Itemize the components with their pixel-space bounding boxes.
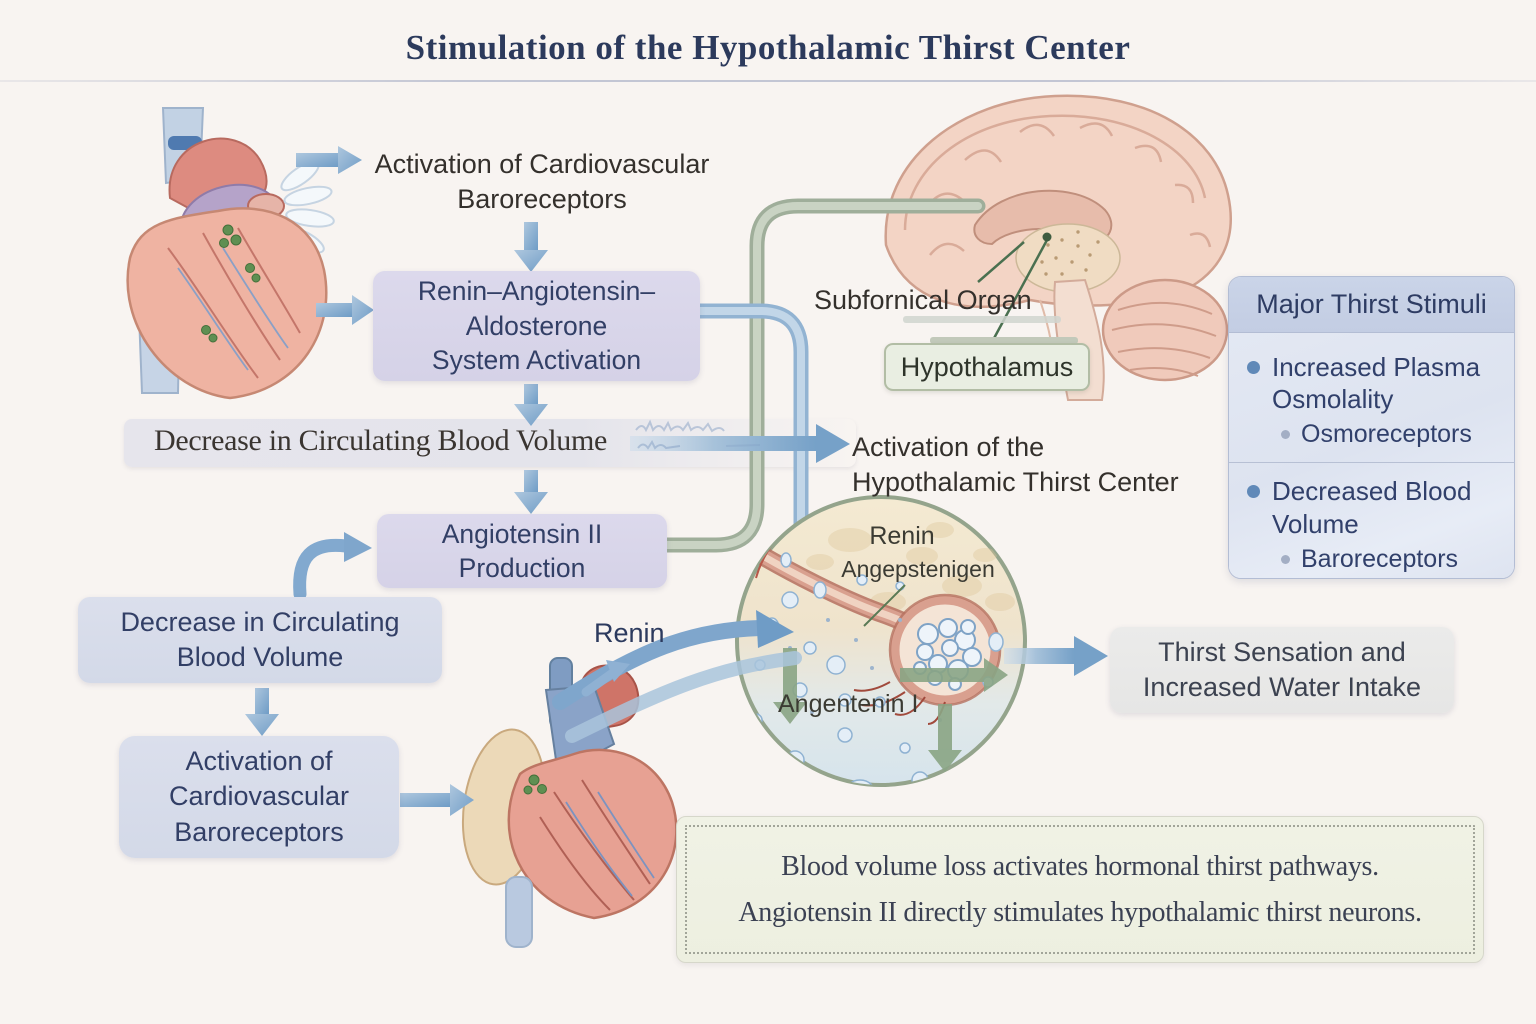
microview-angiotensinogen-label: Angepstenigen xyxy=(841,556,995,582)
kidney-microview-circle xyxy=(735,495,1027,787)
box-line: Activation of xyxy=(185,746,333,777)
stimuli-sub-item: Osmoreceptors xyxy=(1229,415,1514,450)
box-line: Renin–Angiotensin– xyxy=(417,276,656,307)
box-line: System Activation xyxy=(431,345,642,376)
box-line: Production xyxy=(458,553,586,583)
box-line: Angiotensin II xyxy=(441,518,603,549)
renin-label: Renin xyxy=(594,618,665,648)
microview-angiotensin-i-label: Angentenin I xyxy=(778,690,919,718)
microview-renin-label: Renin xyxy=(869,522,935,550)
box-line: Decrease in Circulating xyxy=(120,606,400,637)
cv-baroreceptors-box: Activation of Cardiovascular Barorecepto… xyxy=(119,736,399,858)
stimuli-item: Decreased Blood Volume xyxy=(1229,471,1514,539)
angiotensin-hook-arrow xyxy=(293,532,372,601)
raas-to-thirstcenter-pipe xyxy=(690,303,809,568)
box-line: Increased Water Intake xyxy=(1142,672,1422,702)
decrease-blood-volume-strip: Decrease in Circulating Blood Volume xyxy=(154,424,607,457)
box-line: Baroreceptors xyxy=(174,816,344,847)
faint-handwriting-scribble xyxy=(635,419,761,450)
flow-arrows xyxy=(245,146,548,816)
stimuli-item-label: Increased Plasma Osmolality xyxy=(1272,352,1481,415)
label-line: Baroreceptors xyxy=(457,184,627,215)
note-line: Angiotensin II directly stimulates hypot… xyxy=(738,896,1422,928)
label-line: Activation of Cardiovascular xyxy=(374,149,710,179)
cv-baroreceptors-top-label: Activation of Cardiovascular Barorecepto… xyxy=(357,147,727,217)
heart-illustration-bottom xyxy=(461,657,678,948)
angiotensin-to-brain-pipe xyxy=(656,198,986,553)
box-line: Blood Volume xyxy=(176,642,344,672)
box-line: Cardiovascular xyxy=(168,781,350,812)
stimuli-sub-item: Baroreceptors xyxy=(1229,540,1514,575)
renin-transport-arrows xyxy=(552,610,802,743)
stimuli-sub-label: Osmoreceptors xyxy=(1301,420,1472,449)
angiotensin-production-box: Angiotensin II Production xyxy=(377,514,667,588)
raas-activation-box: Renin–Angiotensin– Aldosterone System Ac… xyxy=(373,271,700,381)
label-leader-lines xyxy=(863,239,1049,627)
sub-bullet-icon xyxy=(1281,554,1290,564)
hypothalamus-dot xyxy=(1042,232,1052,242)
process-arrow-icons xyxy=(773,648,1008,772)
stimuli-item: Increased Plasma Osmolality xyxy=(1229,347,1514,415)
hypothalamus-top-bar xyxy=(930,337,1078,344)
label-line: Hypothalamic Thirst Center xyxy=(852,467,1179,498)
box-line: Aldosterone xyxy=(465,310,608,341)
title-divider xyxy=(0,80,1536,82)
thirst-center-activation-label: Activation of the Hypothalamic Thirst Ce… xyxy=(852,430,1232,500)
bullet-icon xyxy=(1247,361,1260,374)
bullet-icon xyxy=(1247,485,1260,499)
page-title: Stimulation of the Hypothalamic Thirst C… xyxy=(405,28,1131,67)
thirst-output-arrow xyxy=(1004,636,1108,676)
summary-note-box: Blood volume loss activates hormonal thi… xyxy=(676,816,1484,963)
heart-illustration-top xyxy=(126,107,335,400)
hypothalamus-tag: Hypothalamus xyxy=(884,343,1090,391)
thirst-sensation-box: Thirst Sensation and Increased Water Int… xyxy=(1110,627,1454,713)
label-line: Activation of the xyxy=(852,432,1045,462)
box-line: Thirst Sensation and xyxy=(1158,636,1406,667)
sub-bullet-icon xyxy=(1281,430,1290,440)
panel-header: Major Thirst Stimuli xyxy=(1229,277,1514,333)
major-thirst-stimuli-panel: Major Thirst Stimuli Increased Plasma Os… xyxy=(1228,276,1515,579)
stimuli-sub-label: Baroreceptors xyxy=(1301,544,1459,573)
subfornical-underline-bar xyxy=(903,316,1061,323)
thirst-center-arrow xyxy=(630,424,850,463)
panel-body: Increased Plasma Osmolality Osmoreceptor… xyxy=(1229,333,1514,578)
decrease-blood-volume-box: Decrease in Circulating Blood Volume xyxy=(78,597,442,683)
panel-divider xyxy=(1229,462,1514,464)
subfornical-organ-label: Subfornical Organ xyxy=(814,285,1032,315)
note-line: Blood volume loss activates hormonal thi… xyxy=(781,850,1379,882)
stimuli-item-label: Decreased Blood Volume xyxy=(1272,476,1472,539)
